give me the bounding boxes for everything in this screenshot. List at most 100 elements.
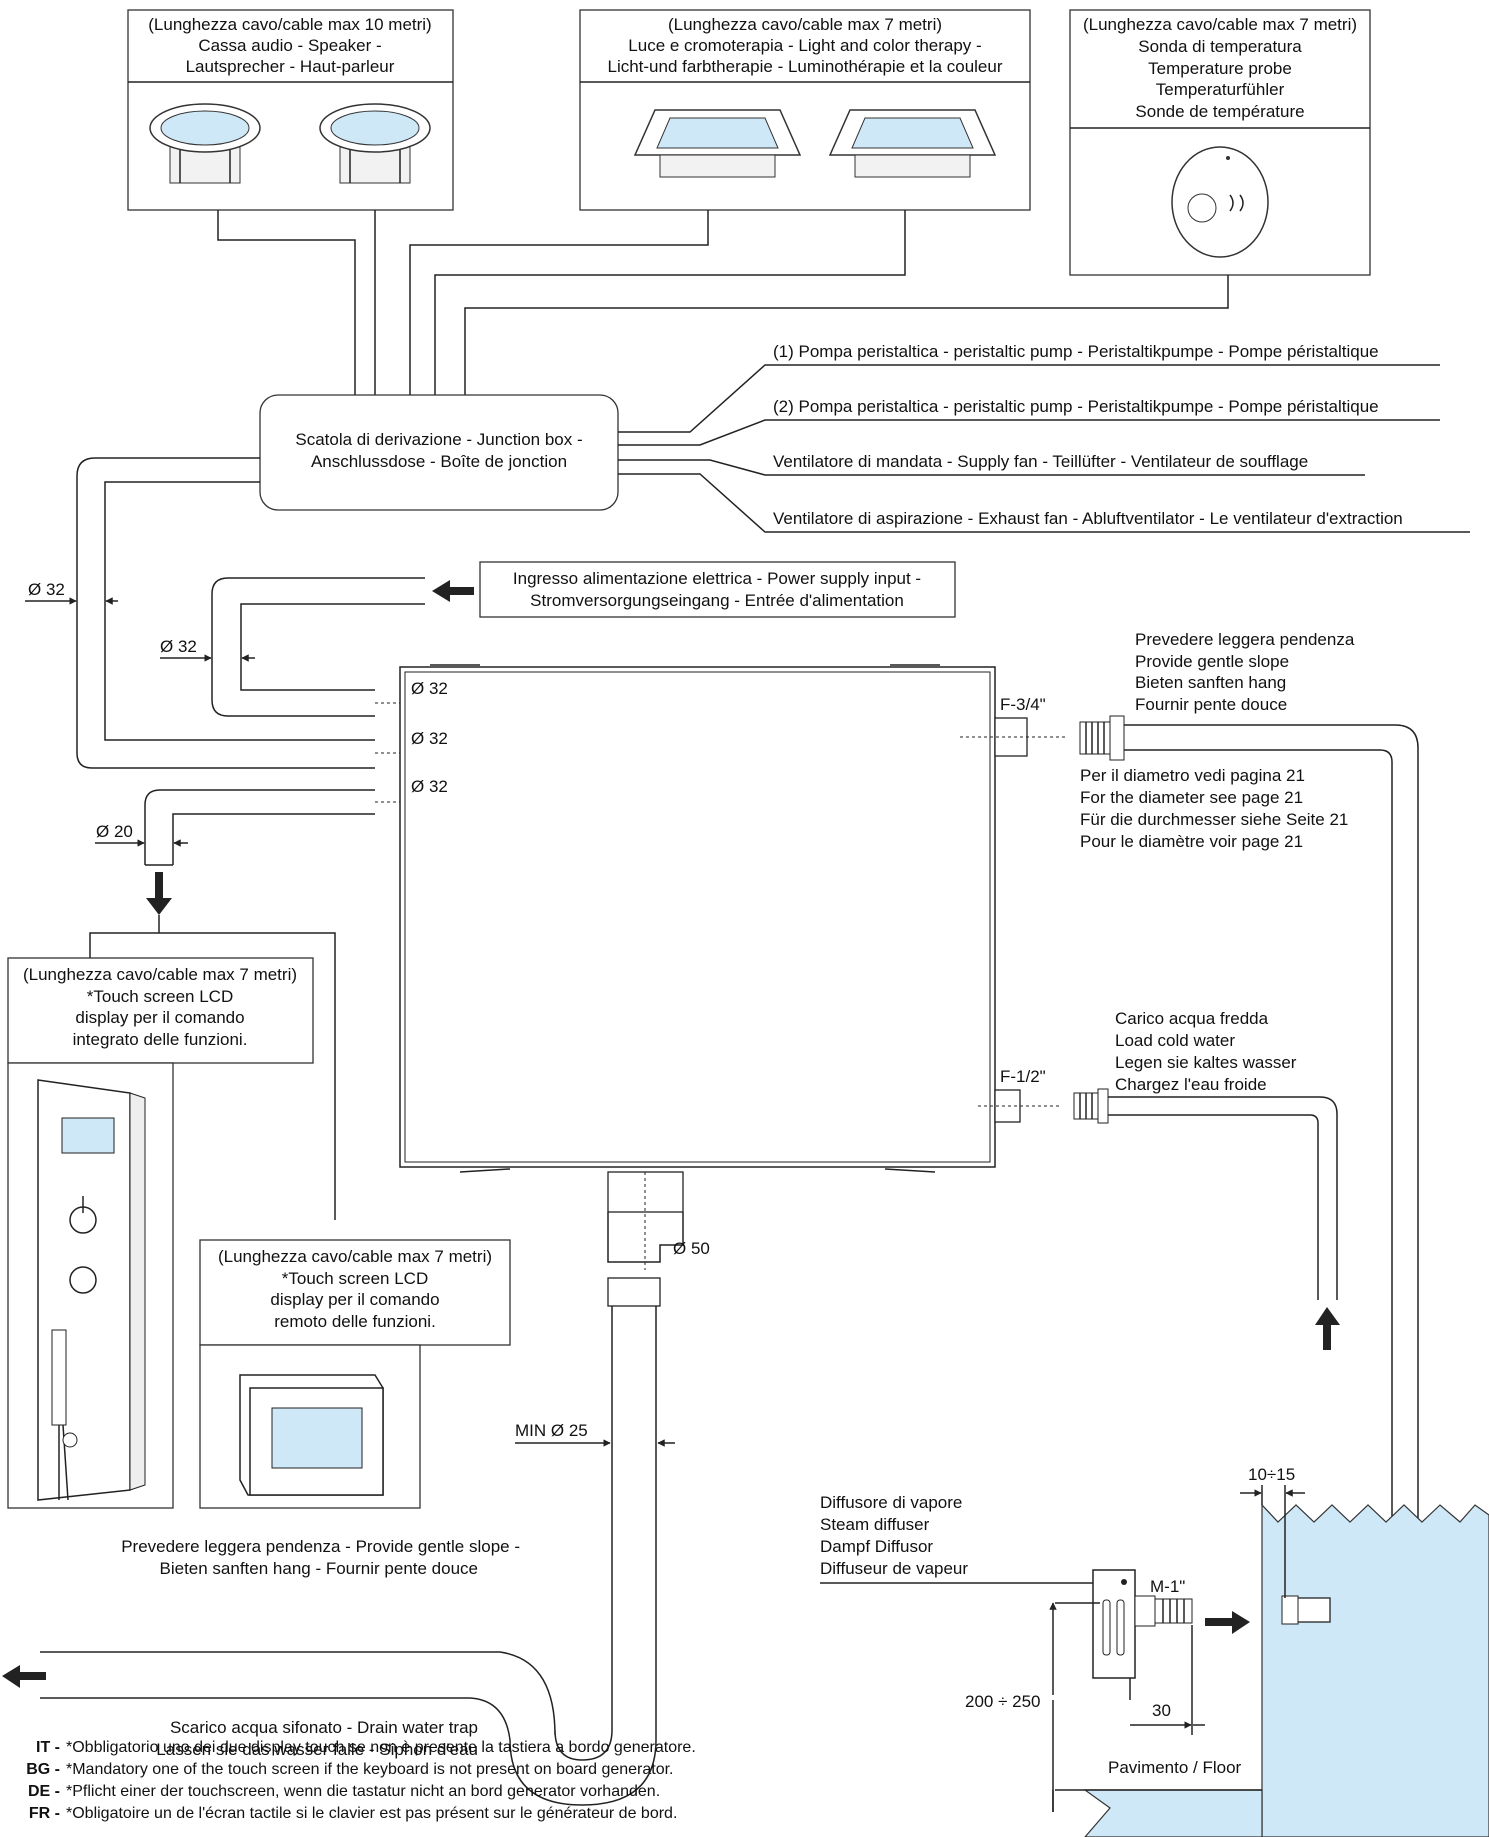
footnote-code: IT - — [36, 1739, 60, 1756]
speaker-label-2: Lautsprecher - Haut-parleur — [186, 57, 395, 76]
cold-water-1: Carico acqua fredda — [1115, 1009, 1269, 1028]
cold-water-4: Chargez l'eau froide — [1115, 1075, 1267, 1094]
slope-right-2: Provide gentle slope — [1135, 652, 1289, 671]
light-label-1: Luce e cromoterapia - Light and color th… — [628, 36, 981, 55]
drain-trap-2: Lassen sie das wasser falle - Siphon d'e… — [156, 1740, 478, 1759]
touch-integrated-1: *Touch screen LCD — [87, 987, 233, 1006]
connector-f12 — [1073, 1088, 1338, 1300]
cold-water-3: Legen sie kaltes wasser — [1115, 1053, 1297, 1072]
power-label-2: Stromversorgungseingang - Entrée d'alime… — [530, 591, 904, 610]
footnote-code: DE - — [28, 1783, 60, 1800]
dimension-thirty — [1130, 1625, 1205, 1735]
slope-right-4: Fournir pente douce — [1135, 695, 1287, 714]
diameter-note-1: Per il diametro vedi pagina 21 — [1080, 766, 1305, 785]
diffuser-label-4: Diffuseur de vapeur — [820, 1559, 968, 1578]
drain-slope-1: Prevedere leggera pendenza - Provide gen… — [121, 1537, 520, 1556]
dim-f12: F-1/2" — [1000, 1067, 1046, 1086]
junction-label-1: Scatola di derivazione - Junction box - — [295, 430, 582, 449]
speaker-label-1: Cassa audio - Speaker - — [198, 36, 381, 55]
touch-remote-1: *Touch screen LCD — [282, 1269, 428, 1288]
footnote-text: *Obbligatorio uno dei due display touch … — [66, 1739, 696, 1756]
gen-d32-1: Ø 32 — [411, 679, 448, 698]
footnote-text: *Pflicht einer der touchscreen, wenn die… — [66, 1783, 660, 1800]
dim-min25: MIN Ø 25 — [515, 1421, 588, 1440]
left-arrow — [2, 1665, 46, 1688]
probe-box: (Lunghezza cavo/cable max 7 metri) Sonda… — [1069, 9, 1371, 276]
down-arrow — [146, 872, 172, 915]
touch-integrated-box — [7, 957, 314, 1064]
wall-connector — [1281, 1595, 1331, 1625]
footnotes: IT - *Obbligatorio uno dei due display t… — [26, 1739, 696, 1822]
shower-panel-icon — [37, 1079, 146, 1501]
left-pipes — [76, 457, 425, 866]
speaker-box: (Lunghezza cavo/cable max 10 metri) Cass… — [127, 9, 454, 211]
slope-right-3: Bieten sanften hang — [1135, 673, 1286, 692]
diameter-note-4: Pour le diamètre voir page 21 — [1080, 832, 1303, 851]
drain-slope-2: Bieten sanften hang - Fournir pente douc… — [160, 1559, 479, 1578]
touch-remote-box — [199, 1239, 511, 1346]
gen-d32-3: Ø 32 — [411, 777, 448, 796]
dim-d32-outer: Ø 32 — [28, 580, 65, 599]
temperature-probe-icon — [1171, 146, 1269, 258]
fitting-f34 — [960, 717, 1065, 757]
diameter-note-2: For the diameter see page 21 — [1080, 788, 1303, 807]
drain-trap — [40, 1306, 657, 1806]
probe-label-3: Temperaturfühler — [1156, 80, 1285, 99]
power-label-1: Ingresso alimentazione elettrica - Power… — [513, 569, 921, 588]
power-box — [479, 561, 956, 618]
dim-height: 200 ÷ 250 — [965, 1692, 1041, 1711]
remote-display-icon — [239, 1374, 384, 1496]
drain-outlet — [607, 1171, 684, 1307]
cold-water-2: Load cold water — [1115, 1031, 1235, 1050]
wall-floor-section — [1083, 1503, 1489, 1837]
footnote-code: BG - — [26, 1761, 60, 1778]
dimension-height — [1049, 1602, 1100, 1812]
junction-label-2: Anschlussdose - Boîte de jonction — [311, 452, 567, 471]
probe-label-2: Temperature probe — [1148, 59, 1292, 78]
diffuser-label-2: Steam diffuser — [820, 1515, 930, 1534]
dim-thirty: 30 — [1152, 1701, 1171, 1720]
probe-label-1: Sonda di temperatura — [1138, 37, 1302, 56]
light-panel-icon — [828, 109, 997, 178]
steam-diffuser-icon — [1092, 1569, 1193, 1700]
touch-remote-2: display per il comando — [270, 1290, 439, 1309]
fitting-f12 — [978, 1089, 1062, 1123]
touch-integrated-2: display per il comando — [75, 1008, 244, 1027]
speaker-icon — [319, 103, 431, 184]
diffuser-label-1: Diffusore di vapore — [820, 1493, 962, 1512]
pump1-label: (1) Pompa peristaltica - peristaltic pum… — [773, 342, 1379, 361]
dim-d32-inner: Ø 32 — [160, 637, 197, 656]
power-arrow — [432, 580, 474, 602]
junction-box — [259, 394, 619, 511]
connector-f34 — [1079, 715, 1419, 1623]
diameter-note-3: Für die durchmesser siehe Seite 21 — [1080, 810, 1348, 829]
light-label-2: Licht-und farbtherapie - Luminothérapie … — [607, 57, 1002, 76]
footnote-code: FR - — [29, 1805, 60, 1822]
dim-d50: Ø 50 — [673, 1239, 710, 1258]
up-arrow — [1315, 1307, 1340, 1350]
right-arrow — [1205, 1611, 1250, 1634]
dim-gap: 10÷15 — [1248, 1465, 1295, 1484]
light-box: (Lunghezza cavo/cable max 7 metri) Luce … — [579, 9, 1031, 211]
speaker-icon — [149, 103, 261, 184]
probe-cable-label: (Lunghezza cavo/cable max 7 metri) — [1083, 15, 1357, 34]
touch-remote-3: remoto delle funzioni. — [274, 1312, 436, 1331]
pump2-label: (2) Pompa peristaltica - peristaltic pum… — [773, 397, 1379, 416]
diffuser-label-3: Dampf Diffusor — [820, 1537, 933, 1556]
floor-label: Pavimento / Floor — [1108, 1758, 1242, 1777]
dimension-gap — [1240, 1485, 1305, 1598]
junction-cables — [217, 210, 1229, 400]
gen-d32-2: Ø 32 — [411, 729, 448, 748]
drain-trap-1: Scarico acqua sifonato - Drain water tra… — [170, 1718, 478, 1737]
light-cable-label: (Lunghezza cavo/cable max 7 metri) — [668, 15, 942, 34]
steam-generator — [399, 664, 996, 1173]
output-lines — [618, 364, 1470, 533]
touch-integrated-cable: (Lunghezza cavo/cable max 7 metri) — [23, 965, 297, 984]
touch-remote-cable: (Lunghezza cavo/cable max 7 metri) — [218, 1247, 492, 1266]
exhaust-fan-label: Ventilatore di aspirazione - Exhaust fan… — [773, 509, 1403, 528]
footnote-text: *Mandatory one of the touch screen if th… — [66, 1761, 674, 1778]
dim-m1: M-1" — [1150, 1577, 1185, 1596]
speaker-cable-label: (Lunghezza cavo/cable max 10 metri) — [148, 15, 431, 34]
dim-f34: F-3/4" — [1000, 695, 1046, 714]
